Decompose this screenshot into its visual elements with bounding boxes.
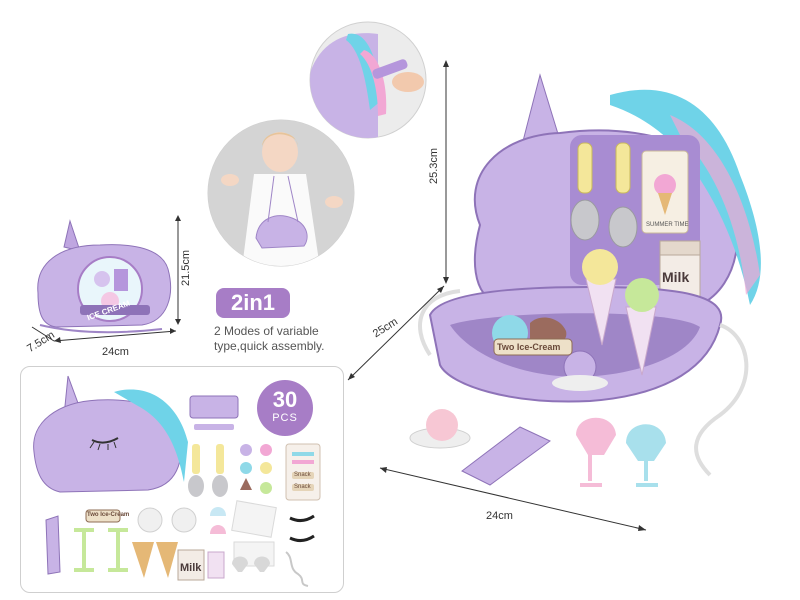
box-height-label: 21.5cm <box>180 249 193 287</box>
pieces-count: 30 <box>272 387 298 412</box>
pieces-count-badge: 30 PCS <box>257 380 313 436</box>
main-dimension-lines <box>347 60 647 531</box>
two-in-one-description: 2 Modes of variable type,quick assembly. <box>214 324 325 353</box>
unicorn-playset-main-image <box>409 73 761 487</box>
parts-unicorn-head <box>33 375 188 493</box>
main-height-label: 25.3cm <box>428 147 441 185</box>
box-width-label: 24cm <box>102 346 129 358</box>
package-box-illustration <box>37 219 172 334</box>
girl-wearing-bag-photo <box>207 119 355 267</box>
part-milk-text: Milk <box>180 562 202 574</box>
main-width-label: 24cm <box>486 510 513 522</box>
part-sign-text: Two Ice-Cream <box>87 512 130 518</box>
box-dimension-lines <box>31 215 181 343</box>
ice-cream-sign-text: Two Ice-Cream <box>497 342 561 352</box>
brush-hair-photo <box>309 21 427 139</box>
part-snack-1-text: Snack <box>294 472 311 478</box>
parts-accessories <box>45 395 321 587</box>
pieces-unit: PCS <box>272 412 298 424</box>
part-snack-2-text: Snack <box>294 484 311 490</box>
milk-carton-text: Milk <box>662 269 690 285</box>
summer-card-text: SUMMER TIME <box>646 222 689 228</box>
two-in-one-badge: 2in1 <box>216 288 290 318</box>
